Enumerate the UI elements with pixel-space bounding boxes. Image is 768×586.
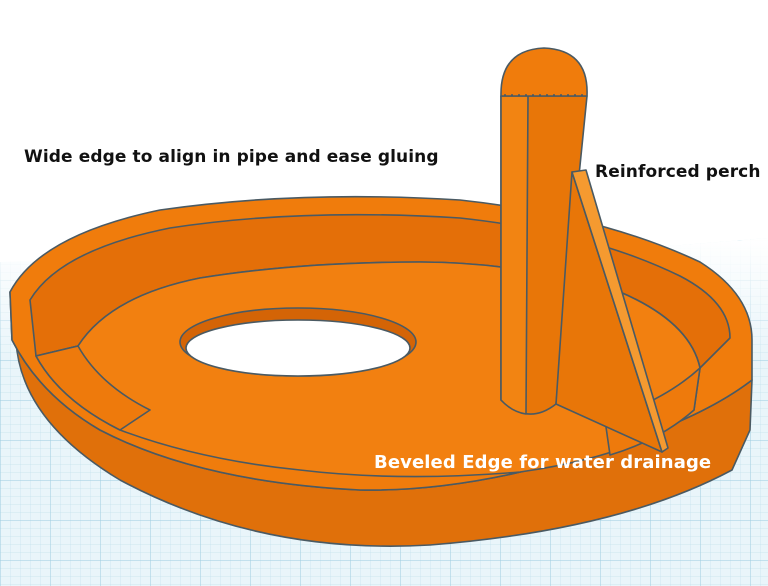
annotation-beveled-edge: Beveled Edge for water drainage [374,452,712,473]
annotation-wide-edge: Wide edge to align in pipe and ease glui… [24,147,439,167]
annotation-reinforced-perch: Reinforced perch [595,162,761,182]
perch-post [500,47,588,415]
reinforcing-fin [555,169,669,453]
